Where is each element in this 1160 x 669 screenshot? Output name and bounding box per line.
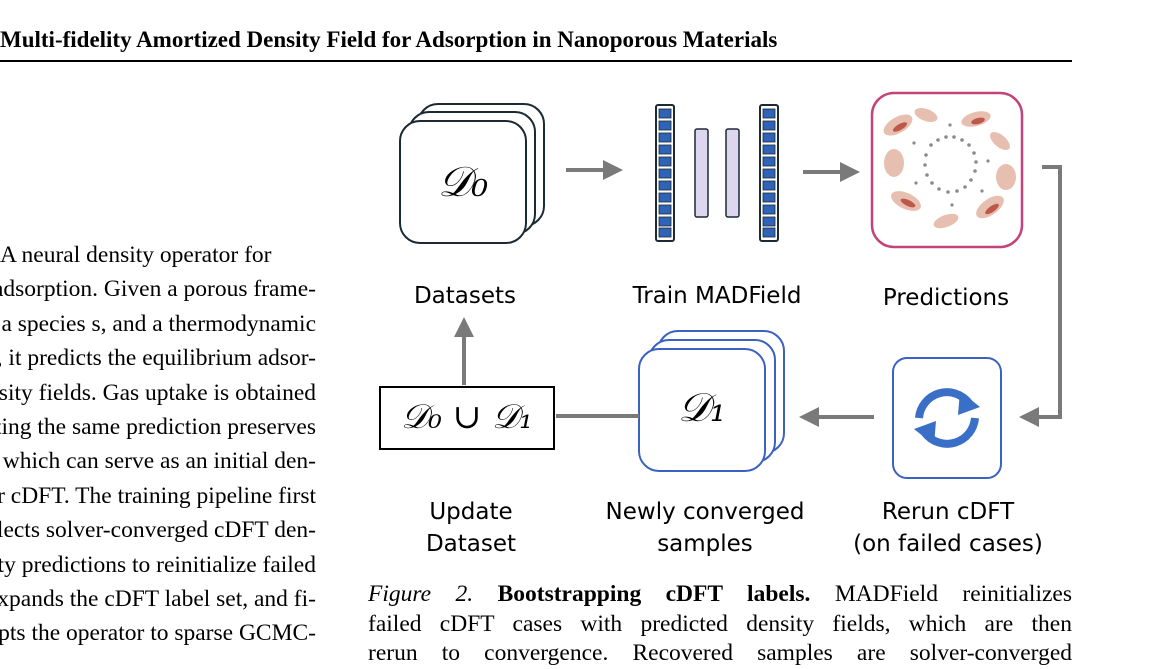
body-line: adsorption. Given a porous frame- [0,276,316,303]
body-line: A neural density operator for [0,242,272,268]
datasets-symbol: 𝒟₀ [437,157,489,206]
body-line: work, a species s, and a thermodynamic [0,310,316,337]
figure-caption: Figure 2. Bootstrapping cDFT labels. MAD… [368,580,1072,669]
body-line: the field, which can serve as an initial… [0,448,316,475]
body-line: sity for cDFT. The training pipeline fir… [0,482,316,509]
datasets-label: Datasets [413,283,517,309]
body-line: by integrating the same prediction prese… [0,413,316,440]
body-line: cases, expands the cDFT label set, and f… [0,585,316,612]
train-label: Train MADField [632,283,802,309]
update-label-line2: Dataset [425,531,517,557]
header-rule [0,60,1072,62]
rerun-label-line1: Rerun cDFT [881,499,1015,525]
caption-line-3: rerun to convergence. Recovered samples … [368,640,1072,666]
caption-line-2: failed cDFT cases with predicted density… [368,610,1072,637]
update-label-line1: Update [429,499,513,525]
body-line: state, it predicts the equilibrium adsor… [0,345,316,372]
union-box [379,386,555,450]
new-samples-label-line2: samples [657,531,753,557]
body-line: bate density fields. Gas uptake is obtai… [0,379,316,406]
new-samples-stack [638,330,785,472]
datasets-stack [399,103,545,244]
refresh-icon [914,388,980,448]
running-header-title: Multi-fidelity Amortized Density Field f… [0,27,778,52]
caption-title: Bootstrapping cDFT labels. [497,581,811,607]
body-line: sity predictions to reinitialize failed [0,551,316,578]
rerun-label-line2: (on failed cases) [853,531,1043,557]
caption-line-1: Figure 2. Bootstrapping cDFT labels. MAD… [368,580,1072,610]
figure-2-diagram: 𝒟₀ 𝒟₁ 𝒟₀ ∪ 𝒟₁ Datasets Train MADField Pr… [366,85,1072,577]
predictions-image [870,91,1024,249]
caption-figure-number: Figure 2. [368,581,474,607]
figure-svg [379,91,1062,479]
new-samples-label-line1: Newly converged [605,499,805,525]
predictions-label: Predictions [882,285,1010,311]
network-icon [655,104,779,242]
new-samples-symbol: 𝒟₁ [678,385,726,431]
caption-line-1-rest: MADField reinitializes [834,581,1072,607]
body-line: collects solver-converged cDFT den- [0,517,316,544]
union-symbol: 𝒟₀ ∪ 𝒟₁ [401,397,533,437]
body-line: nally adapts the operator to sparse GCMC… [0,620,316,647]
body-text-column: A neural density operator for adsorption… [0,238,316,651]
arrow-to-rerun [1019,165,1062,427]
rerun-box [892,357,1002,479]
